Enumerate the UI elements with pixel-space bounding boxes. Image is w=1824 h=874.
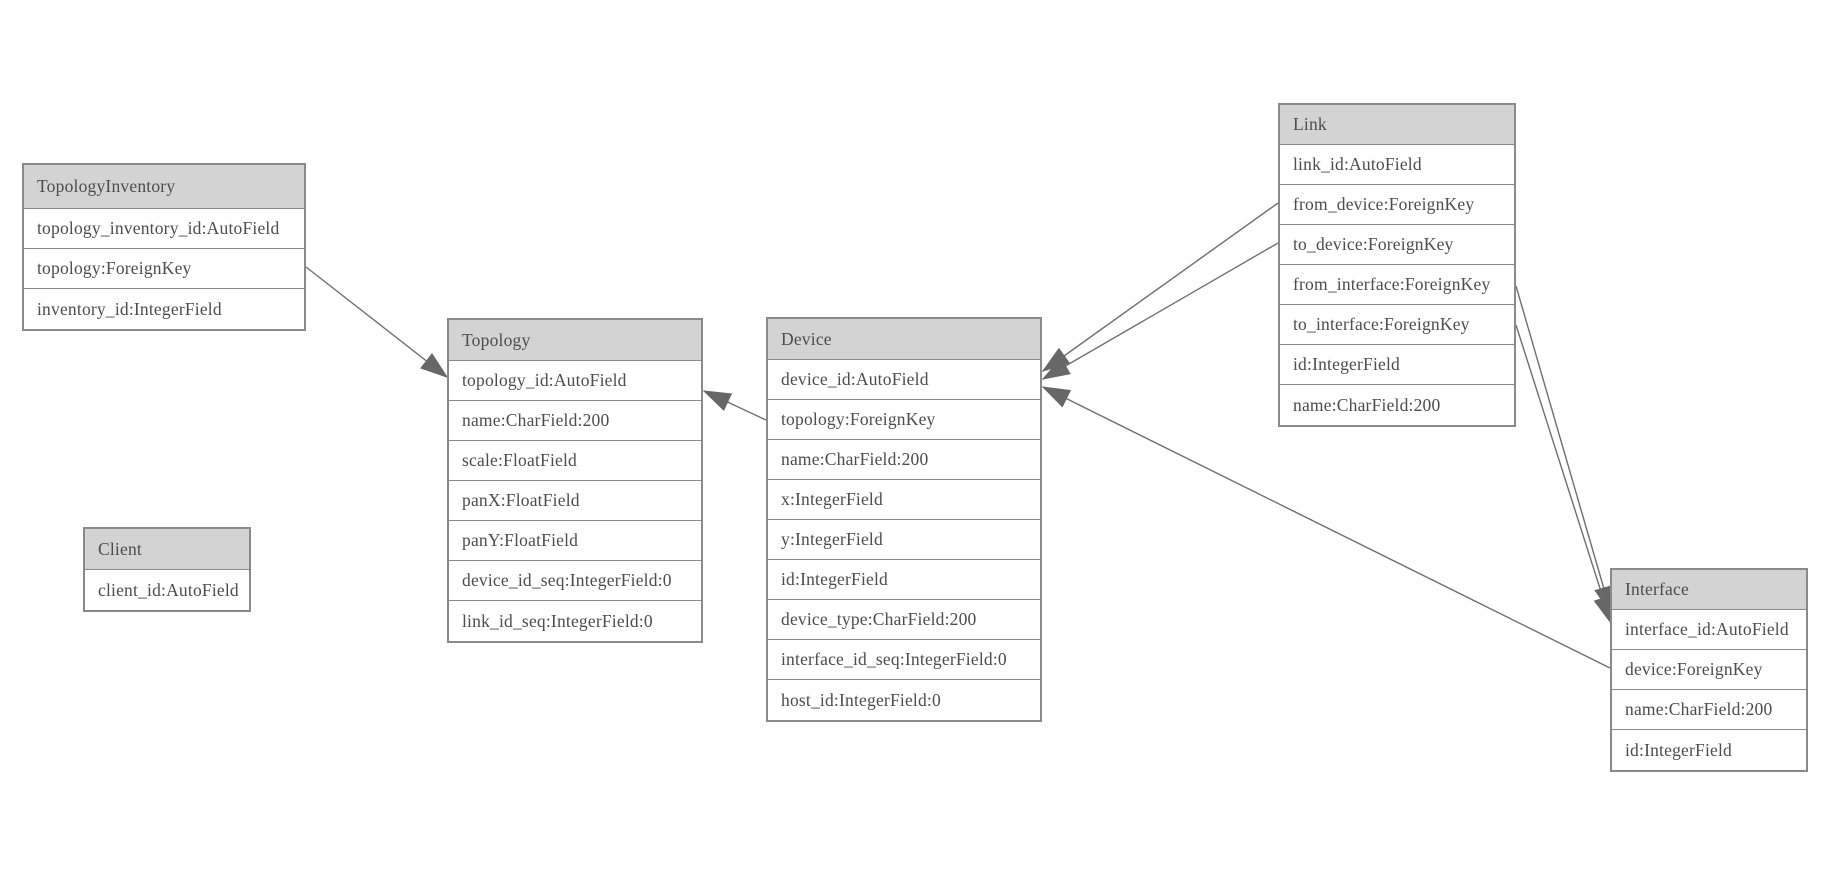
table-row: device_id:AutoField xyxy=(768,360,1040,400)
table-row: name:CharField:200 xyxy=(768,440,1040,480)
table-row: device_id_seq:IntegerField:0 xyxy=(449,561,701,601)
table-row: host_id:IntegerField:0 xyxy=(768,680,1040,720)
table-row: device:ForeignKey xyxy=(1612,650,1806,690)
table-row: interface_id_seq:IntegerField:0 xyxy=(768,640,1040,680)
table-row: topology:ForeignKey xyxy=(24,249,304,289)
table-title: Topology xyxy=(449,320,701,361)
table-title: Client xyxy=(85,529,249,570)
edge-interface-device-to-device xyxy=(1041,386,1611,669)
table-row: panX:FloatField xyxy=(449,481,701,521)
table-row: topology:ForeignKey xyxy=(768,400,1040,440)
edge-device-topology-to-topology xyxy=(702,390,767,421)
table-row: to_interface:ForeignKey xyxy=(1280,305,1514,345)
table-row: to_device:ForeignKey xyxy=(1280,225,1514,265)
edge-link-to_device-to-device xyxy=(1041,242,1279,380)
table-row: x:IntegerField xyxy=(768,480,1040,520)
table-row: from_interface:ForeignKey xyxy=(1280,265,1514,305)
edge-link-from_interface-to-interface xyxy=(1515,285,1613,615)
table-row: scale:FloatField xyxy=(449,441,701,481)
table-row: inventory_id:IntegerField xyxy=(24,289,304,329)
table-row: id:IntegerField xyxy=(1280,345,1514,385)
edge-link-to_interface-to-interface xyxy=(1515,324,1613,625)
table-row: interface_id:AutoField xyxy=(1612,610,1806,650)
table-row: name:CharField:200 xyxy=(449,401,701,441)
table-row: id:IntegerField xyxy=(1612,730,1806,770)
table-title: TopologyInventory xyxy=(24,165,304,209)
table-row: device_type:CharField:200 xyxy=(768,600,1040,640)
table-row: panY:FloatField xyxy=(449,521,701,561)
table-title: Link xyxy=(1280,105,1514,145)
table-row: y:IntegerField xyxy=(768,520,1040,560)
table-row: topology_inventory_id:AutoField xyxy=(24,209,304,249)
table-row: from_device:ForeignKey xyxy=(1280,185,1514,225)
table-title: Interface xyxy=(1612,570,1806,610)
table-row: client_id:AutoField xyxy=(85,570,249,610)
table-row: name:CharField:200 xyxy=(1612,690,1806,730)
edge-link-from_device-to-device xyxy=(1041,202,1279,372)
table-row: link_id:AutoField xyxy=(1280,145,1514,185)
table-row: id:IntegerField xyxy=(768,560,1040,600)
table-title: Device xyxy=(768,319,1040,360)
table-row: name:CharField:200 xyxy=(1280,385,1514,425)
table-row: link_id_seq:IntegerField:0 xyxy=(449,601,701,641)
table-row: topology_id:AutoField xyxy=(449,361,701,401)
edge-topologyinventory-topology-to-topology xyxy=(305,266,449,378)
